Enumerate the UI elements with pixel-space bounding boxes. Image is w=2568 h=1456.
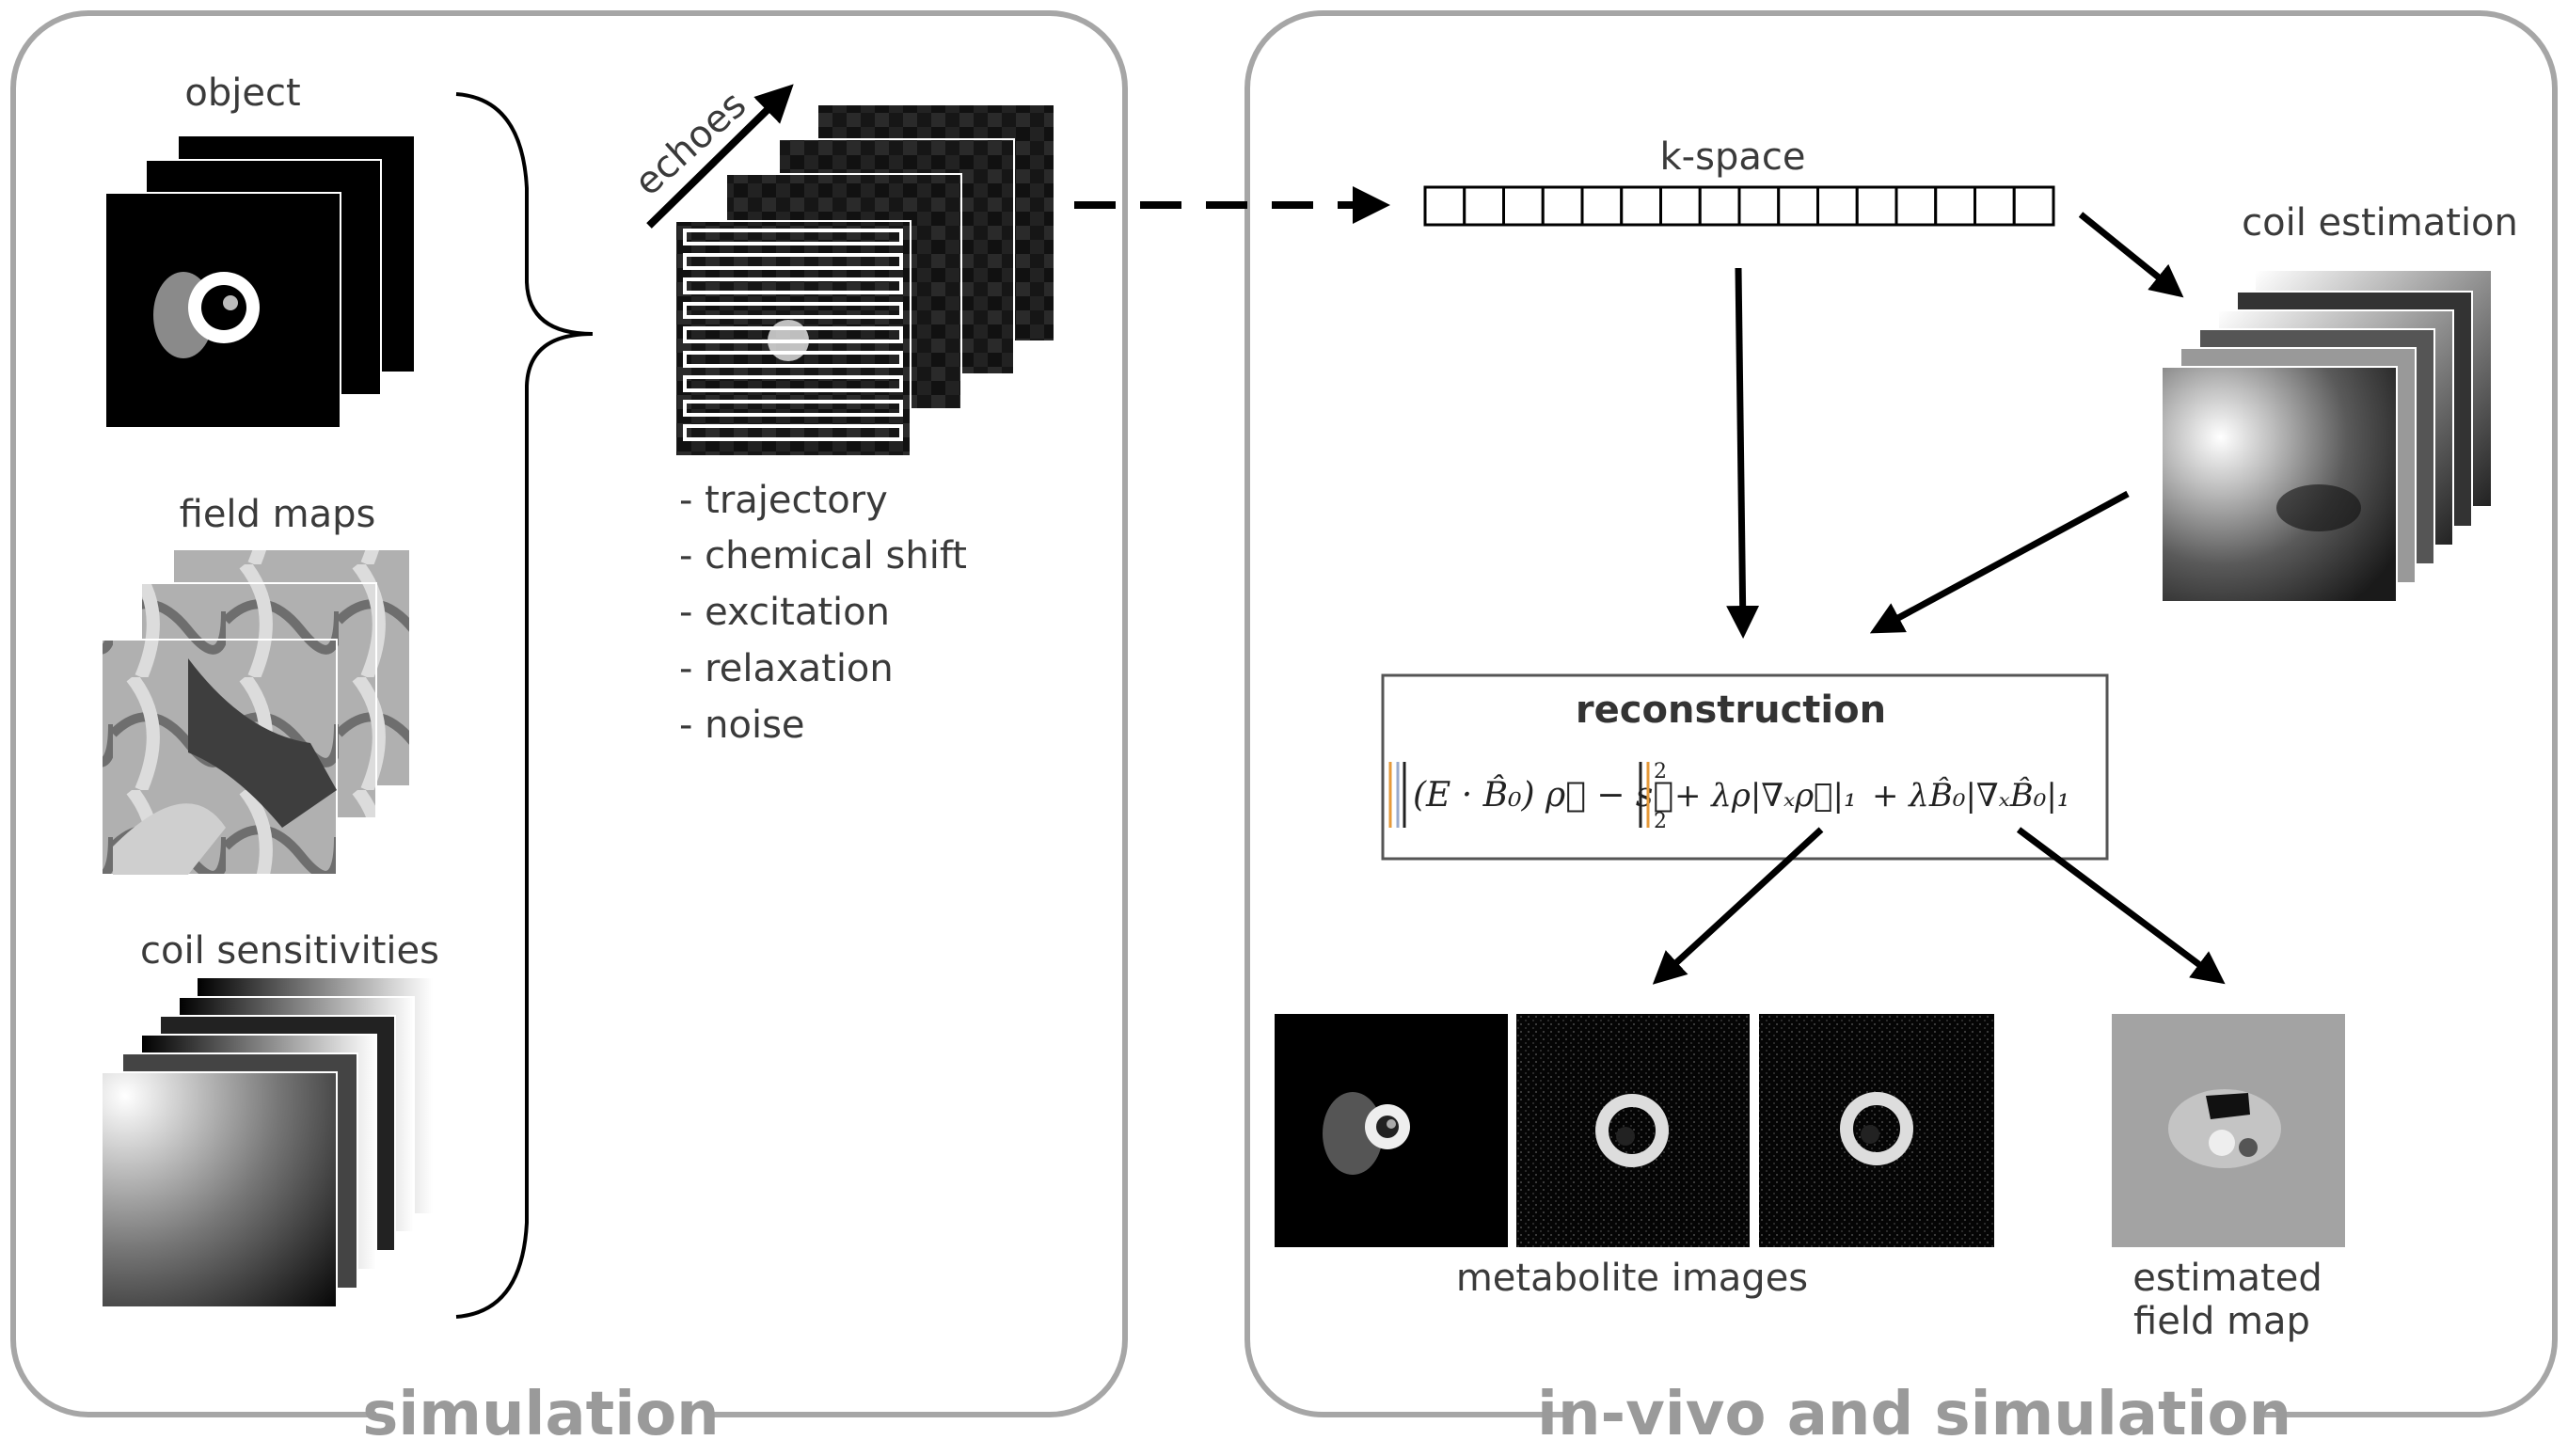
formula-norm: (E · B̂₀) ρ⃗ − s⃗ <box>1413 774 1673 815</box>
kspace-cell <box>1541 185 1584 227</box>
step-noise: - noise <box>679 704 805 747</box>
grouping-brace <box>455 92 594 1319</box>
kspace-cell <box>1816 185 1859 227</box>
estimated-field-map-label-line1: estimated <box>2132 1257 2322 1300</box>
field-maps-label: field maps <box>180 493 376 536</box>
kspace-cell <box>1855 185 1898 227</box>
kspace-array <box>1423 185 2055 227</box>
metabolite-image-3 <box>1759 1014 1994 1247</box>
kspace-cell <box>1737 185 1781 227</box>
coil-sensitivity-stack <box>101 978 433 1308</box>
metabolite-image-1 <box>1275 1014 1508 1247</box>
kspace-cell <box>1659 185 1702 227</box>
kspace-cell <box>1894 185 1938 227</box>
estimated-coil-stack <box>2161 271 2491 603</box>
metabolite-images-label: metabolite images <box>1456 1257 1808 1300</box>
echoes-arrow <box>646 84 794 229</box>
formula-reg-b0: + λB̂₀|∇ₓB̂₀|₁ <box>1872 776 2069 815</box>
coil-to-recon-arrow <box>1869 490 2130 634</box>
kspace-label: k-space <box>1660 135 1806 179</box>
object-image-stack <box>104 136 414 429</box>
step-trajectory: - trajectory <box>679 479 888 522</box>
kspace-cell <box>1934 185 1976 227</box>
kspace-cell <box>1502 185 1545 227</box>
coil-estimation-label: coil estimation <box>2242 201 2518 245</box>
recon-to-metabolite-arrow <box>1652 827 1824 985</box>
kspace-cell <box>1620 185 1662 227</box>
formula-norm-sub: 2 <box>1654 810 1667 833</box>
kspace-cell <box>1777 185 1819 227</box>
metabolite-image-2 <box>1516 1014 1750 1247</box>
kspace-cell <box>1974 185 2016 227</box>
field-map-stack <box>101 550 409 876</box>
echo-image-stack <box>674 105 1054 457</box>
reconstruction-formula: (E · B̂₀) ρ⃗ − s⃗ 2 2 + λρ|∇ₓρ⃗|₁ + λB̂₀… <box>1388 760 2069 833</box>
kspace-to-recon-arrow <box>1726 267 1760 639</box>
step-chemical-shift: - chemical shift <box>679 534 967 578</box>
simulation-steps-list: - trajectory - chemical shift - excitati… <box>679 479 967 747</box>
step-relaxation: - relaxation <box>679 647 894 690</box>
kspace-cell <box>1698 185 1741 227</box>
formula-reg-rho: + λρ|∇ₓρ⃗|₁ <box>1674 777 1857 815</box>
kspace-to-coil-arrow <box>2078 212 2184 298</box>
kspace-cell <box>1463 185 1505 227</box>
kspace-cell <box>1423 185 1466 227</box>
invivo-title: in-vivo and simulation <box>1537 1380 2291 1449</box>
kspace-cell <box>1580 185 1624 227</box>
reconstruction-box <box>1381 673 2109 861</box>
reconstruction-label: reconstruction <box>1576 688 1886 732</box>
object-label: object <box>184 71 300 115</box>
kspace-cell <box>2012 185 2055 227</box>
formula-norm-sup: 2 <box>1654 760 1667 783</box>
coil-sensitivities-label: coil sensitivities <box>140 929 439 973</box>
recon-to-fieldmap-arrow <box>2016 827 2226 985</box>
step-excitation: - excitation <box>679 591 890 634</box>
estimated-field-map-label-line2: field map <box>2133 1300 2310 1343</box>
simulation-title: simulation <box>362 1380 719 1449</box>
estimated-field-map-image <box>2112 1014 2345 1247</box>
